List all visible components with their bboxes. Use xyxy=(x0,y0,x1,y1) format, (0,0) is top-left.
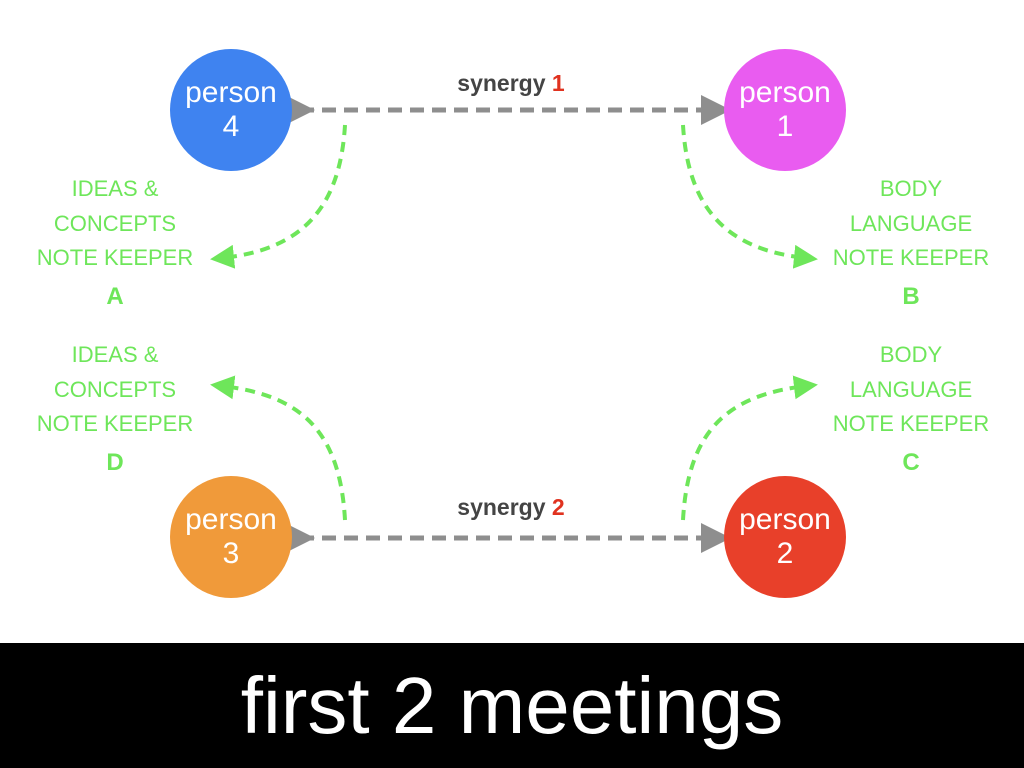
role-c-arrow xyxy=(681,375,818,521)
person-label: person xyxy=(739,503,831,536)
role-c: BODY LANGUAGE NOTE KEEPER C xyxy=(801,338,1021,480)
role-d: IDEAS & CONCEPTS NOTE KEEPER D xyxy=(5,338,225,480)
person-number: 2 xyxy=(776,537,794,570)
person-number: 4 xyxy=(222,110,240,143)
role-line: IDEAS & xyxy=(71,342,159,367)
role-letter: D xyxy=(106,448,124,476)
role-line: BODY xyxy=(879,176,943,201)
role-line: LANGUAGE xyxy=(849,210,973,236)
synergy-number: 2 xyxy=(551,494,565,520)
role-d-arrow xyxy=(210,375,347,521)
role-line: NOTE KEEPER xyxy=(832,411,990,436)
synergy-text: synergy xyxy=(457,494,546,520)
synergy-number: 1 xyxy=(551,70,565,96)
person-label: person xyxy=(739,76,831,109)
role-line: NOTE KEEPER xyxy=(36,411,194,436)
role-line: NOTE KEEPER xyxy=(36,245,194,270)
role-line: IDEAS & xyxy=(71,176,159,201)
role-line: LANGUAGE xyxy=(849,376,973,402)
person-3-node: person 3 xyxy=(170,476,292,598)
role-line: CONCEPTS xyxy=(53,210,177,236)
role-a-arrow xyxy=(210,124,347,269)
person-number: 1 xyxy=(776,110,794,143)
role-b-arrow xyxy=(681,124,818,269)
person-1-node: person 1 xyxy=(724,49,846,171)
role-line: BODY xyxy=(879,342,943,367)
person-number: 3 xyxy=(222,537,240,570)
role-letter: A xyxy=(106,282,124,310)
synergy-1-label: synergy 1 xyxy=(411,70,611,97)
role-letter: B xyxy=(902,282,920,310)
role-a: IDEAS & CONCEPTS NOTE KEEPER A xyxy=(5,172,225,314)
role-letter: C xyxy=(902,448,920,476)
synergy-2-label: synergy 2 xyxy=(411,494,611,521)
footer-title-bar: first 2 meetings xyxy=(0,643,1024,768)
person-4-node: person 4 xyxy=(170,49,292,171)
synergy-text: synergy xyxy=(457,70,546,96)
role-line: NOTE KEEPER xyxy=(832,245,990,270)
person-label: person xyxy=(185,76,277,109)
role-b: BODY LANGUAGE NOTE KEEPER B xyxy=(801,172,1021,314)
person-label: person xyxy=(185,503,277,536)
person-2-node: person 2 xyxy=(724,476,846,598)
slide-title: first 2 meetings xyxy=(240,660,784,750)
role-line: CONCEPTS xyxy=(53,376,177,402)
